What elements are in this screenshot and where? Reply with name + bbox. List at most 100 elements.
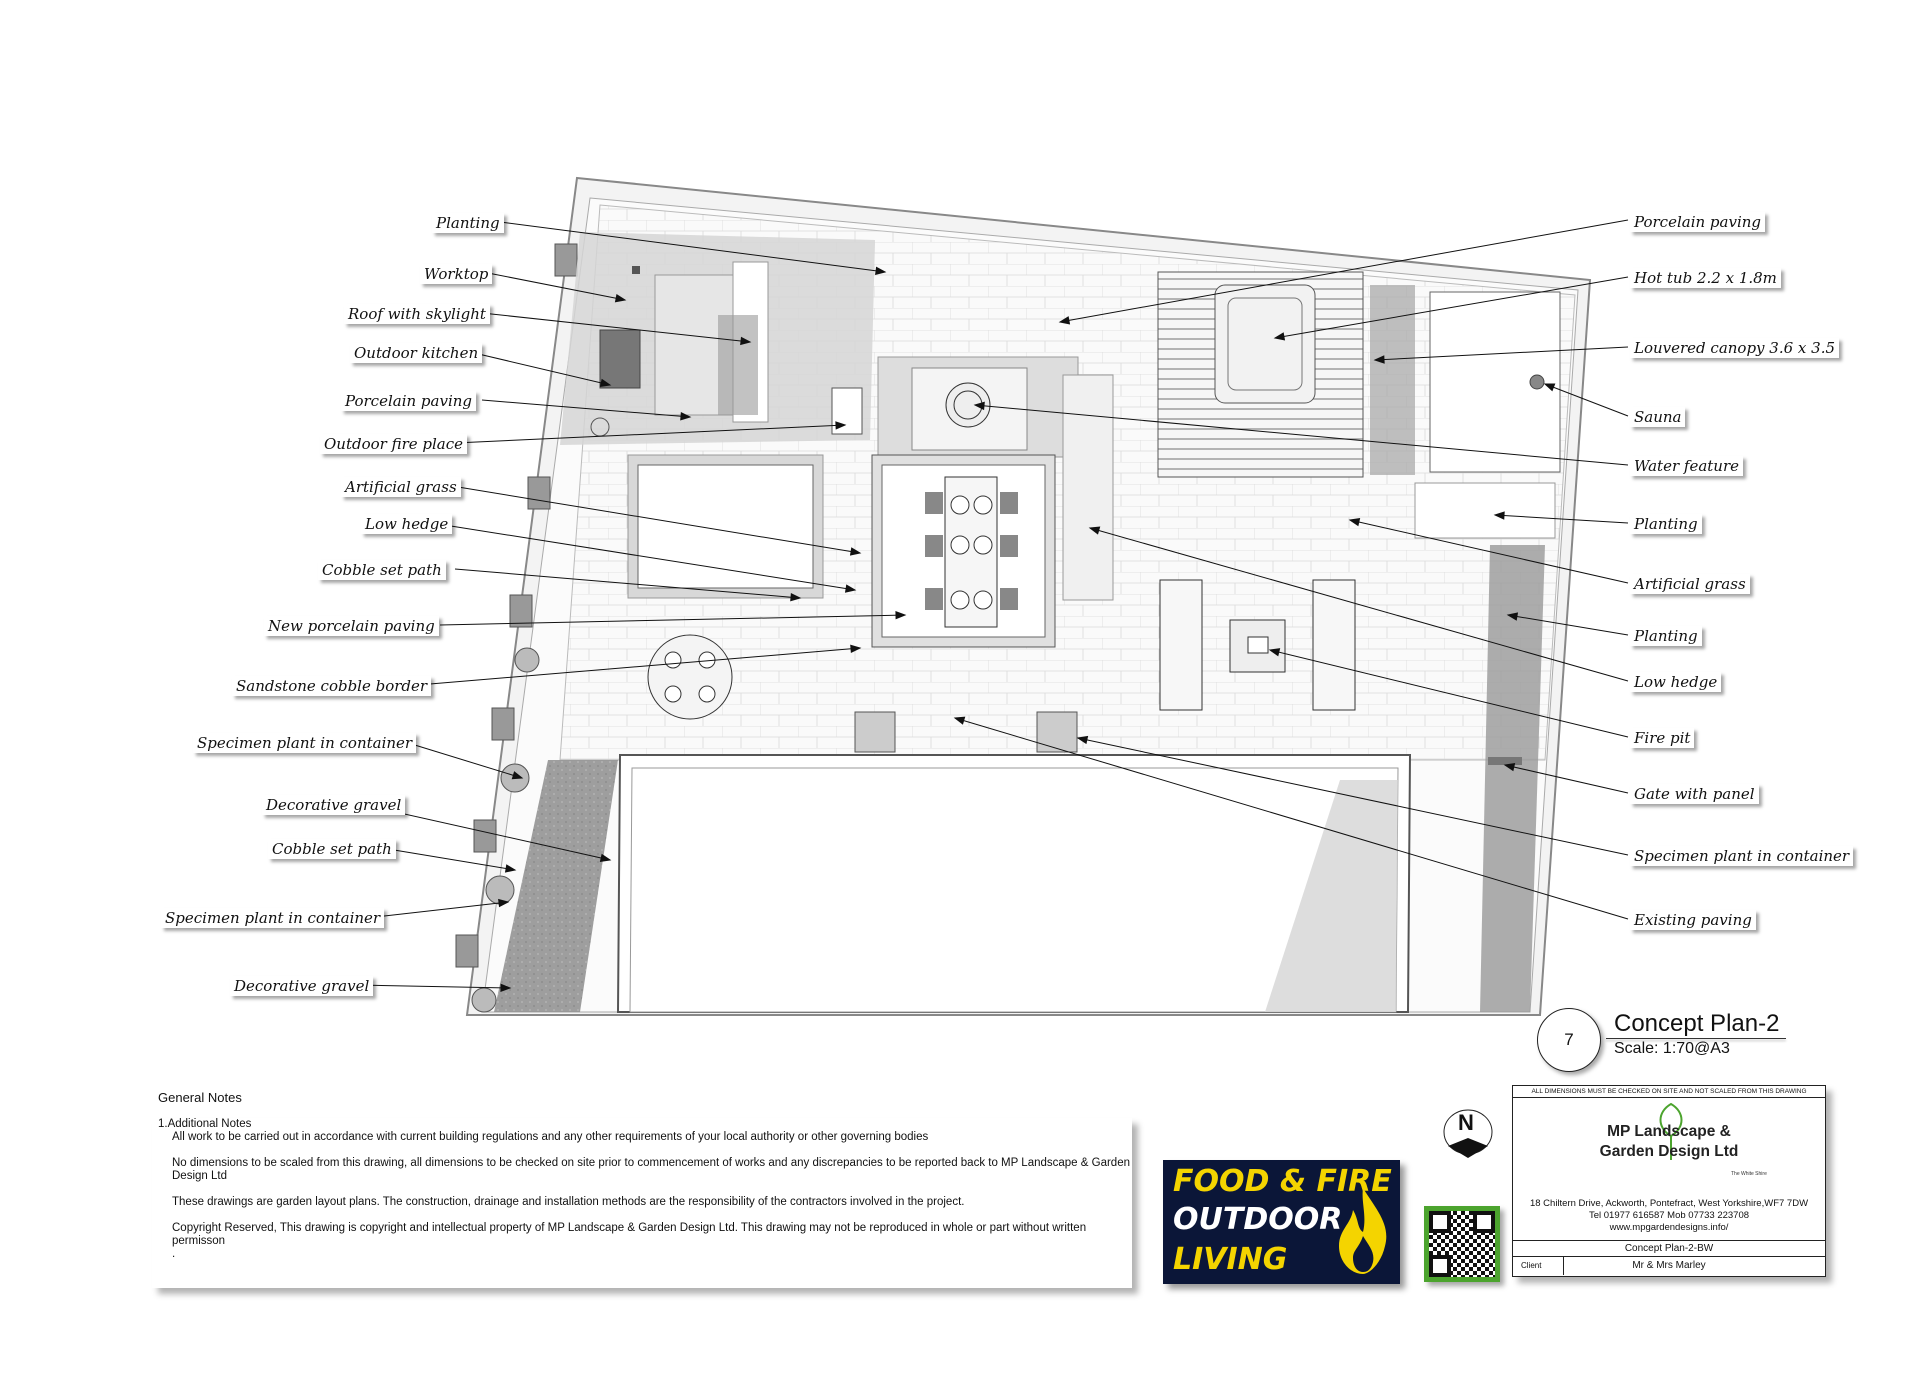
leader-line — [954, 717, 1629, 920]
louvered-canopy — [1157, 271, 1364, 478]
leader-arrowhead — [835, 421, 847, 430]
sheet-number: 7 — [1537, 1008, 1601, 1072]
label-outdoor-fire-place: Outdoor fire place — [320, 434, 468, 454]
leader-arrowhead — [1493, 511, 1505, 520]
drawing-name: Concept Plan-2-BW — [1513, 1240, 1825, 1257]
leader-line — [439, 614, 906, 626]
leader-line — [1349, 519, 1629, 584]
plan-title: Concept Plan-2 — [1614, 1010, 1780, 1037]
leader-arrowhead — [614, 294, 627, 303]
plan-scale: Scale: 1:70@A3 — [1614, 1040, 1730, 1057]
gate — [1488, 757, 1522, 765]
leader-line — [357, 984, 511, 989]
logo-line1: FOOD & FIRE — [1173, 1164, 1392, 1199]
leader-line — [374, 901, 509, 918]
leader-arrowhead — [1273, 332, 1286, 341]
leader-arrowhead — [953, 716, 966, 725]
leader-arrowhead — [511, 771, 524, 780]
general-notes-title: General Notes — [158, 1090, 242, 1105]
label-planting: Planting — [1630, 626, 1702, 646]
label-porcelain-paving: Porcelain paving — [1630, 212, 1766, 232]
leader-line — [974, 404, 1629, 466]
leader-line — [1077, 737, 1629, 856]
leader-arrowhead — [895, 610, 907, 620]
note-line: All work to be carried out in accordance… — [172, 1131, 929, 1143]
notes-heading: 1.Additional Notes — [158, 1118, 252, 1130]
leaf-logo-icon — [1659, 1102, 1683, 1160]
leader-line — [451, 485, 861, 554]
qr-code[interactable] — [1424, 1206, 1500, 1282]
leader-line — [1504, 764, 1629, 794]
leader-arrowhead — [1076, 735, 1089, 745]
leader-arrowhead — [875, 266, 887, 275]
leader-arrowhead — [790, 592, 802, 602]
existing-house — [616, 754, 1412, 1013]
leader-line — [1089, 527, 1629, 682]
label-specimen-plant-in-container: Specimen plant in container — [1630, 846, 1854, 866]
leader-line — [417, 647, 861, 686]
leader-line — [487, 272, 626, 301]
leader-line — [381, 847, 516, 871]
note-line: No dimensions to be scaled from this dra… — [172, 1157, 1130, 1182]
leader-arrowhead — [850, 644, 862, 654]
leader-arrowhead — [680, 412, 692, 421]
label-cobble-set-path: Cobble set path — [268, 839, 396, 859]
leader-arrowhead — [1058, 316, 1071, 325]
leader-arrowhead — [498, 898, 510, 908]
label-sauna: Sauna — [1630, 407, 1686, 427]
label-specimen-plant-in-container: Specimen plant in container — [193, 733, 417, 753]
leader-arrowhead — [1373, 355, 1385, 364]
label-low-hedge: Low hedge — [361, 514, 453, 534]
label-porcelain-paving: Porcelain paving — [341, 391, 477, 411]
leader-line — [1274, 276, 1629, 339]
north-letter: N — [1458, 1110, 1474, 1135]
title-block: ALL DIMENSIONS MUST BE CHECKED ON SITE A… — [1512, 1085, 1826, 1277]
label-existing-paving: Existing paving — [1630, 910, 1756, 930]
leader-arrowhead — [1503, 762, 1516, 772]
label-roof-with-skylight: Roof with skylight — [344, 304, 490, 324]
leader-line — [499, 221, 886, 273]
leader-arrowhead — [500, 983, 512, 993]
note-line: These drawings are garden layout plans. … — [172, 1196, 965, 1208]
label-specimen-plant-in-container: Specimen plant in container — [161, 908, 385, 928]
label-artificial-grass: Artificial grass — [341, 477, 461, 497]
label-artificial-grass: Artificial grass — [1630, 574, 1750, 594]
leader-arrowhead — [740, 336, 752, 346]
general-notes: 1.Additional Notes All work to be carrie… — [152, 1118, 1132, 1288]
leader-line — [454, 568, 801, 599]
leader-arrowhead — [973, 401, 985, 411]
company-name: MP Landscape & Garden Design Ltd The Whi… — [1513, 1122, 1825, 1177]
leader-arrowhead — [849, 547, 862, 556]
label-decorative-gravel: Decorative gravel — [230, 976, 374, 996]
leader-arrowhead — [1268, 648, 1281, 657]
leader-arrowhead — [599, 853, 612, 863]
north-arrow-icon — [1443, 1109, 1493, 1158]
label-fire-pit: Fire pit — [1630, 728, 1695, 748]
leader-arrowhead — [1506, 612, 1519, 621]
label-low-hedge: Low hedge — [1630, 672, 1722, 692]
leader-lines — [357, 219, 1629, 993]
phone-line: Tel 01977 616587 Mob 07733 223708 — [1588, 1210, 1750, 1221]
company-line2: Garden Design Ltd — [1599, 1143, 1739, 1160]
sauna-area — [1370, 285, 1561, 475]
food-fire-logo: FOOD & FIRE OUTDOOR LIVING — [1163, 1160, 1400, 1284]
website-link[interactable]: www.mpgardendesigns.info/ — [1609, 1222, 1729, 1233]
planting-beds-right — [1414, 482, 1556, 1012]
leader-line — [454, 424, 846, 444]
leader-arrowhead — [1088, 526, 1101, 535]
leader-line — [469, 351, 611, 386]
logo-line3: LIVING — [1173, 1242, 1288, 1277]
label-louvered-canopy: Louvered canopy 3.6 x 3.5 — [1630, 338, 1840, 358]
company-address: 18 Chiltern Drive, Ackworth, Pontefract,… — [1513, 1198, 1825, 1234]
label-worktop: Worktop — [420, 264, 493, 284]
logo-line2: OUTDOOR — [1173, 1202, 1343, 1237]
leader-line — [481, 399, 691, 418]
dimension-warning: ALL DIMENSIONS MUST BE CHECKED ON SITE A… — [1513, 1086, 1825, 1098]
label-water-feature: Water feature — [1630, 456, 1744, 476]
leader-line — [481, 312, 751, 343]
leader-line — [1507, 614, 1629, 636]
leader-arrowhead — [599, 378, 612, 387]
label-hot-tub: Hot tub 2.2 x 1.8m — [1630, 268, 1781, 288]
